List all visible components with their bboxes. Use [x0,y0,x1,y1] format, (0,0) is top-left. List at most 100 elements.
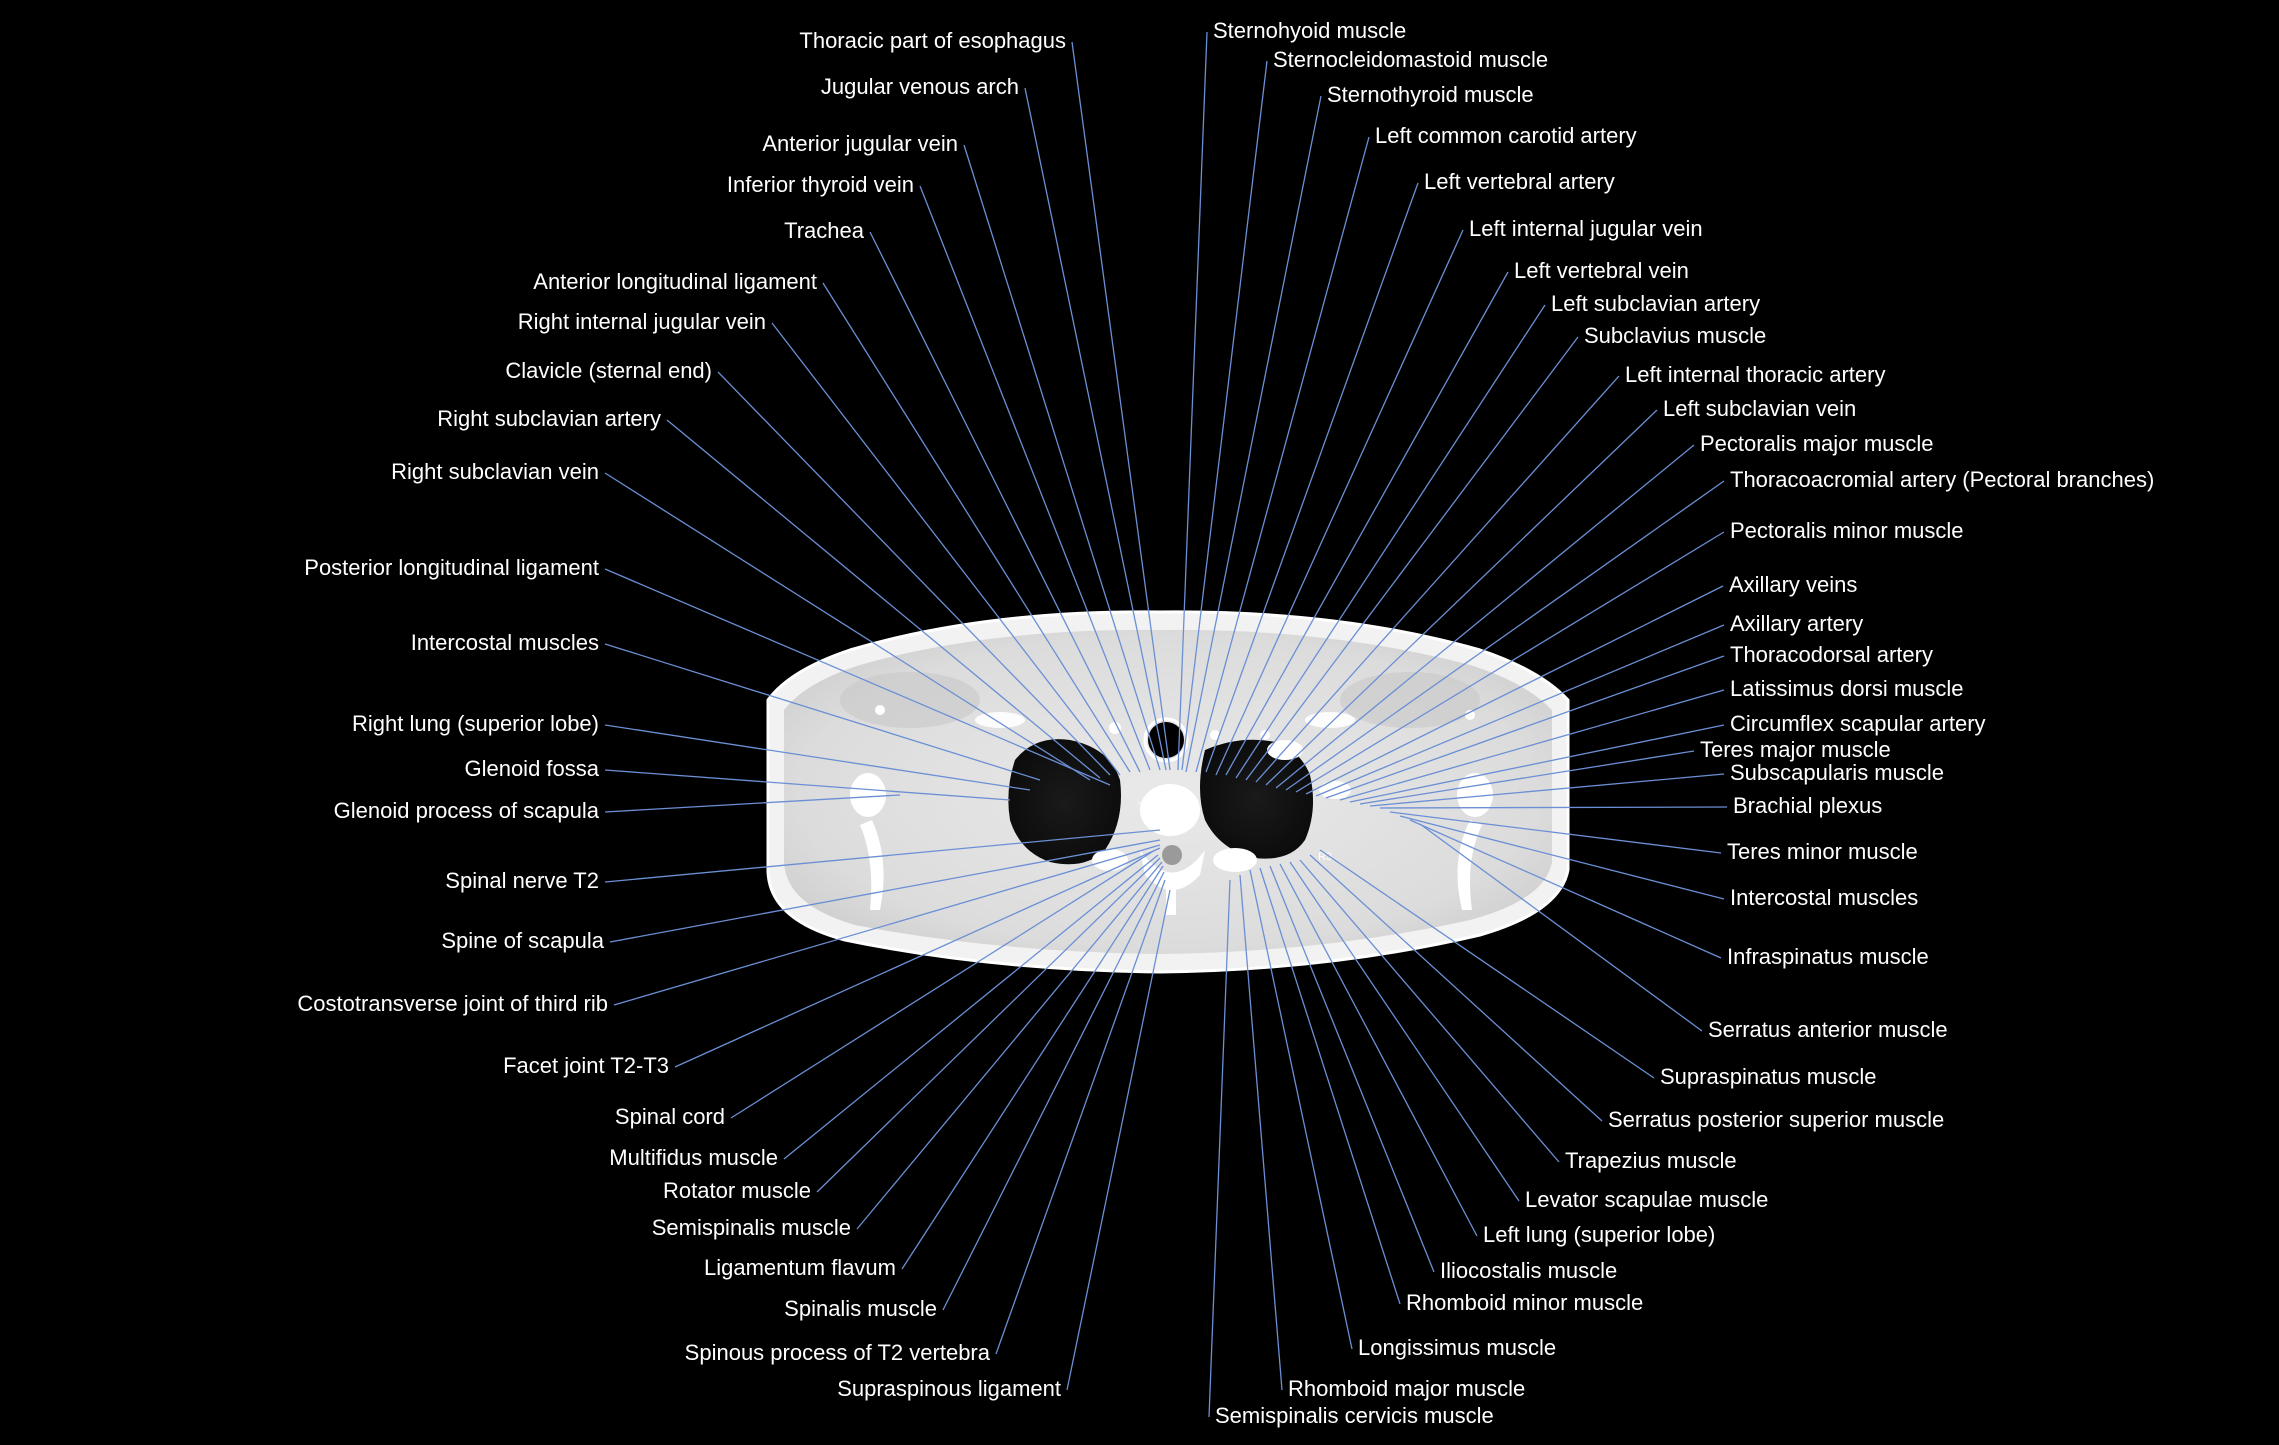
label-right-thoracoacromial-artery-pectoral-branches: Thoracoacromial artery (Pectoral branche… [1730,467,2154,492]
label-right-sternohyoid-muscle: Sternohyoid muscle [1213,18,1406,43]
label-left-thoracic-part-of-esophagus: Thoracic part of esophagus [799,28,1066,53]
label-left-spinal-nerve-t2: Spinal nerve T2 [445,868,599,893]
leader-line-right-sternohyoid-muscle [1177,31,1208,771]
label-right-serratus-anterior-muscle: Serratus anterior muscle [1708,1017,1948,1042]
ct-slice: T2-T3 IVD R1 R2 R3 R3 [766,610,1570,974]
label-left-right-lung-superior-lobe: Right lung (superior lobe) [352,711,599,736]
leader-line-right-left-internal-jugular-vein [1215,229,1464,776]
leader-line-left-spinalis-muscle [942,871,1165,1311]
leader-line-right-left-internal-thoracic-artery [1255,375,1620,783]
label-right-latissimus-dorsi-muscle: Latissimus dorsi muscle [1730,676,1964,701]
label-right-axillary-artery: Axillary artery [1730,611,1863,636]
leader-line-right-subclavius-muscle [1245,336,1579,781]
vessel-axillary-left [1465,710,1475,720]
spinous-process [1166,885,1176,915]
label-right-brachial-plexus: Brachial plexus [1733,793,1882,818]
leader-line-left-glenoid-fossa [604,769,1011,801]
label-right-left-internal-thoracic-artery: Left internal thoracic artery [1625,362,1885,387]
vertebral-body [1140,784,1200,836]
leader-line-left-right-lung-superior-lobe [604,724,1031,791]
ct-tag-vertebra: T2-T3 IVD [1138,801,1189,813]
leader-line-left-supraspinous-ligament [1066,889,1171,1391]
leader-line-right-thoracodorsal-artery [1325,655,1725,799]
leader-line-left-posterior-longitudinal-ligament [604,568,1111,786]
leader-line-right-left-subclavian-artery [1235,304,1546,779]
label-right-left-subclavian-vein: Left subclavian vein [1663,396,1856,421]
leader-line-right-rhomboid-major-muscle [1239,874,1283,1391]
label-left-inferior-thyroid-vein: Inferior thyroid vein [727,172,914,197]
vessel-left-carotid [1210,730,1220,740]
leader-line-left-right-subclavian-vein [604,472,1091,781]
scapula-left [1457,820,1482,910]
leader-line-right-sternocleidomastoid-muscle [1181,60,1268,771]
label-left-intercostal-muscles: Intercostal muscles [411,630,599,655]
label-left-glenoid-process-of-scapula: Glenoid process of scapula [334,798,600,823]
label-right-left-internal-jugular-vein: Left internal jugular vein [1469,216,1703,241]
label-left-posterior-longitudinal-ligament: Posterior longitudinal ligament [304,555,599,580]
leader-line-right-levator-scapulae-muscle [1289,861,1520,1202]
leader-line-left-spinal-nerve-t2 [604,829,1161,883]
leader-line-right-intercostal-muscles [1399,815,1725,900]
rib-left-posterior [1213,848,1257,872]
label-right-teres-minor-muscle: Teres minor muscle [1727,839,1918,864]
label-right-trapezius-muscle: Trapezius muscle [1565,1148,1737,1173]
spinal-canal [1162,845,1182,865]
label-left-anterior-jugular-vein: Anterior jugular vein [762,131,958,156]
label-left-right-subclavian-vein: Right subclavian vein [391,459,599,484]
ct-tag-r3-right: R3 [1318,851,1332,863]
label-left-rotator-muscle: Rotator muscle [663,1178,811,1203]
label-right-left-lung-superior-lobe: Left lung (superior lobe) [1483,1222,1715,1247]
leader-line-right-sternothyroid-muscle [1185,95,1322,773]
label-right-serratus-posterior-superior-muscle: Serratus posterior superior muscle [1608,1107,1944,1132]
leader-line-left-right-internal-jugular-vein [771,322,1121,776]
leader-line-left-costotransverse-joint-of-third-rib [613,844,1161,1006]
vessel-right-subclavian [1109,722,1121,734]
label-left-glenoid-fossa: Glenoid fossa [464,756,599,781]
label-left-ligamentum-flavum: Ligamentum flavum [704,1255,896,1280]
leader-line-right-left-vertebral-artery [1205,182,1419,773]
label-left-supraspinous-ligament: Supraspinous ligament [837,1376,1061,1401]
label-right-iliocostalis-muscle: Iliocostalis muscle [1440,1258,1617,1283]
leader-line-right-longissimus-muscle [1249,869,1353,1350]
leader-line-right-teres-major-muscle [1359,750,1695,805]
leader-line-right-latissimus-dorsi-muscle [1339,689,1725,801]
label-right-subscapularis-muscle: Subscapularis muscle [1730,760,1944,785]
leader-line-right-pectoralis-minor-muscle [1295,531,1725,793]
leader-line-right-left-subclavian-vein [1265,409,1658,786]
leader-line-right-trapezius-muscle [1299,859,1560,1163]
label-left-right-internal-jugular-vein: Right internal jugular vein [518,309,766,334]
fat-right [1340,672,1480,728]
leader-line-left-rotator-muscle [816,857,1161,1193]
clavicle-left [1305,712,1355,728]
label-left-right-subclavian-artery: Right subclavian artery [437,406,661,431]
leader-line-left-anterior-longitudinal-ligament [822,282,1131,773]
leader-line-left-thoracic-part-of-esophagus [1071,41,1171,771]
leader-line-right-supraspinatus-muscle [1319,849,1655,1079]
leader-line-right-pectoralis-major-muscle [1275,444,1695,789]
right-lung [1008,739,1121,865]
leader-line-left-jugular-venous-arch [1024,87,1167,771]
label-right-circumflex-scapular-artery: Circumflex scapular artery [1730,711,1986,736]
leader-line-left-glenoid-process-of-scapula [604,794,901,813]
ct-tag-r1: R1 [1280,747,1294,759]
label-right-rhomboid-major-muscle: Rhomboid major muscle [1288,1376,1525,1401]
leader-line-left-spinal-cord [730,849,1156,1119]
label-left-jugular-venous-arch: Jugular venous arch [821,74,1019,99]
scapula-right [860,820,884,910]
leader-line-left-trachea [869,231,1141,773]
leader-line-right-thoracoacromial-artery-pectoral-branches [1285,480,1725,791]
leader-line-right-infraspinatus-muscle [1409,819,1722,959]
leader-line-right-left-common-carotid-artery [1195,136,1370,773]
vertebral-arch [1140,850,1205,890]
left-lung [1200,739,1314,859]
clavicle-right [975,712,1025,728]
label-right-left-common-carotid-artery: Left common carotid artery [1375,123,1637,148]
leader-line-right-serratus-anterior-muscle [1419,823,1703,1032]
label-left-clavicle-sternal-end: Clavicle (sternal end) [505,358,712,383]
leader-line-right-left-vertebral-vein [1225,271,1509,776]
label-right-supraspinatus-muscle: Supraspinatus muscle [1660,1064,1876,1089]
label-right-pectoralis-major-muscle: Pectoralis major muscle [1700,431,1934,456]
label-left-spinal-cord: Spinal cord [615,1104,725,1129]
